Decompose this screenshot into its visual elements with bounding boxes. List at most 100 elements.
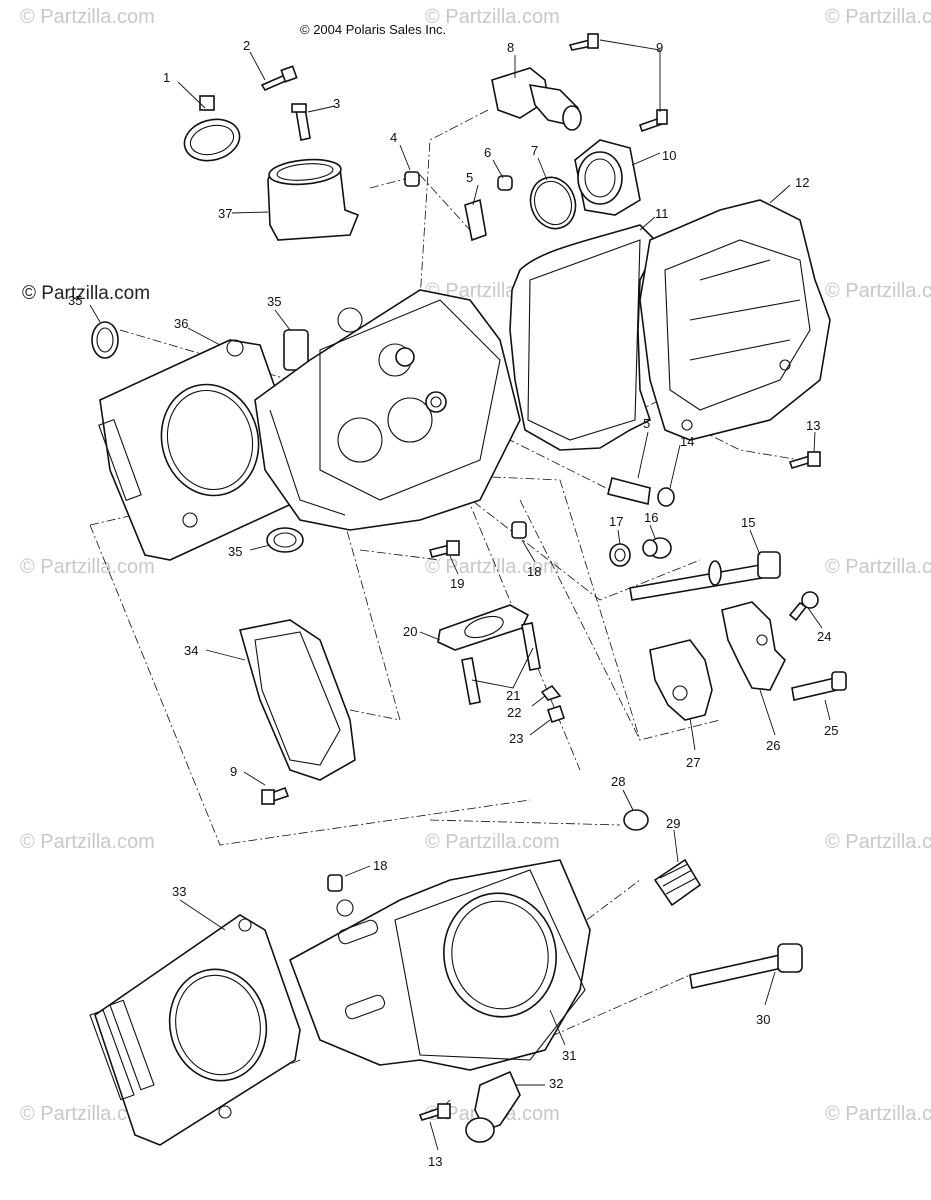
part-washer-22 <box>540 684 562 701</box>
callout-33: 33 <box>172 884 186 899</box>
callout-13b: 13 <box>428 1154 442 1169</box>
callout-5b: 5 <box>643 416 650 431</box>
callout-22: 22 <box>507 705 521 720</box>
part-studs-21 <box>461 622 541 705</box>
watermark: © Partzilla.com <box>20 831 155 853</box>
part-exhaust-gasket <box>437 604 530 651</box>
part-bolt-19 <box>429 540 460 558</box>
callout-25: 25 <box>824 723 838 738</box>
callout-29: 29 <box>666 816 680 831</box>
callout-19: 19 <box>450 576 464 591</box>
part-guide-5 <box>464 198 487 242</box>
watermark: © Partzilla.com <box>825 556 931 578</box>
part-dowel-28 <box>623 809 649 831</box>
watermark: © Partzilla.com <box>825 831 931 853</box>
part-intake-boot <box>267 158 360 241</box>
callout-28: 28 <box>611 774 625 789</box>
callout-1: 1 <box>163 70 170 85</box>
callout-6: 6 <box>484 145 491 160</box>
part-washer-17 <box>609 543 631 567</box>
callout-2: 2 <box>243 38 250 53</box>
part-lower-gasket <box>238 619 356 781</box>
part-head-bolt-15 <box>629 551 781 601</box>
part-dowel-18b <box>327 874 343 892</box>
part-bolt-25 <box>791 671 847 701</box>
part-nut-23 <box>546 704 566 724</box>
part-elbow-32 <box>465 1070 521 1143</box>
part-bracket-27 <box>649 639 713 721</box>
part-dowel-18 <box>511 521 527 539</box>
part-head-gasket <box>98 339 301 561</box>
callout-7: 7 <box>531 143 538 158</box>
part-cylinder-head <box>254 289 521 531</box>
callout-35: 35 <box>267 294 281 309</box>
callout-5: 5 <box>466 170 473 185</box>
part-bracket-26 <box>721 601 786 691</box>
leader-lines <box>89 39 831 1151</box>
copyright-notice: © 2004 Polaris Sales Inc. <box>300 22 447 37</box>
callout-34: 34 <box>184 643 198 658</box>
callout-21: 21 <box>506 688 520 703</box>
watermark: © Partzilla.com <box>425 831 560 853</box>
part-guide-5b <box>607 477 651 505</box>
watermark: © Partzilla.com <box>20 6 155 28</box>
callout-numbers: 1 2 3 4 5 6 7 8 9 10 11 12 13 5 14 15 16… <box>68 38 838 1169</box>
watermark: © Partzilla.com <box>425 556 560 578</box>
callout-11: 11 <box>655 206 669 221</box>
watermark: © Partzilla.com <box>20 1103 155 1125</box>
callout-37: 37 <box>218 206 232 221</box>
callout-31: 31 <box>562 1048 576 1063</box>
callout-3: 3 <box>333 96 340 111</box>
callout-18b: 18 <box>373 858 387 873</box>
callout-10: 10 <box>662 148 676 163</box>
watermark: © Partzilla.com <box>425 6 560 28</box>
callout-8: 8 <box>507 40 514 55</box>
callout-9b: 9 <box>230 764 237 779</box>
callout-4: 4 <box>390 130 397 145</box>
part-sleeve-29 <box>653 858 702 907</box>
callout-30: 30 <box>756 1012 770 1027</box>
part-thermostat-housing <box>574 139 641 216</box>
callout-32: 32 <box>549 1076 563 1091</box>
part-screw-2 <box>260 65 298 92</box>
callout-13: 13 <box>806 418 820 433</box>
callout-20: 20 <box>403 624 417 639</box>
part-bolt-24 <box>788 591 819 622</box>
callout-24: 24 <box>817 629 831 644</box>
part-cylinder <box>289 859 591 1071</box>
callout-27: 27 <box>686 755 700 770</box>
callout-9: 9 <box>656 40 663 55</box>
watermark: © Partzilla.com <box>825 280 931 302</box>
watermark: © Partzilla.com <box>22 283 151 304</box>
part-screw-9 <box>261 33 668 805</box>
watermark: © Partzilla.com <box>825 1103 931 1125</box>
callout-16: 16 <box>644 510 658 525</box>
callout-18: 18 <box>527 564 541 579</box>
callout-36: 36 <box>174 316 188 331</box>
part-seal-35 <box>91 321 309 553</box>
callout-12: 12 <box>795 175 809 190</box>
callout-17: 17 <box>609 514 623 529</box>
watermark: © Partzilla.com <box>20 556 155 578</box>
part-valve-16 <box>642 537 672 559</box>
callout-23: 23 <box>509 731 523 746</box>
part-bolt-3 <box>291 103 311 141</box>
part-o-ring <box>529 176 577 230</box>
callout-35c: 35 <box>228 544 242 559</box>
part-base-gasket <box>89 914 301 1146</box>
part-cover-gasket <box>509 224 656 451</box>
callout-14: 14 <box>680 434 694 449</box>
part-cap-6 <box>497 175 513 191</box>
watermark: © Partzilla.com <box>825 6 931 28</box>
part-head-bolt-30 <box>689 943 803 989</box>
part-clamp <box>183 95 241 162</box>
callout-35b: 35 <box>68 293 82 308</box>
part-dowel-4 <box>404 171 420 187</box>
part-valve-cover <box>639 199 831 441</box>
callout-26: 26 <box>766 738 780 753</box>
callout-15: 15 <box>741 515 755 530</box>
part-water-elbow <box>491 67 582 131</box>
part-cap-14 <box>657 487 675 507</box>
